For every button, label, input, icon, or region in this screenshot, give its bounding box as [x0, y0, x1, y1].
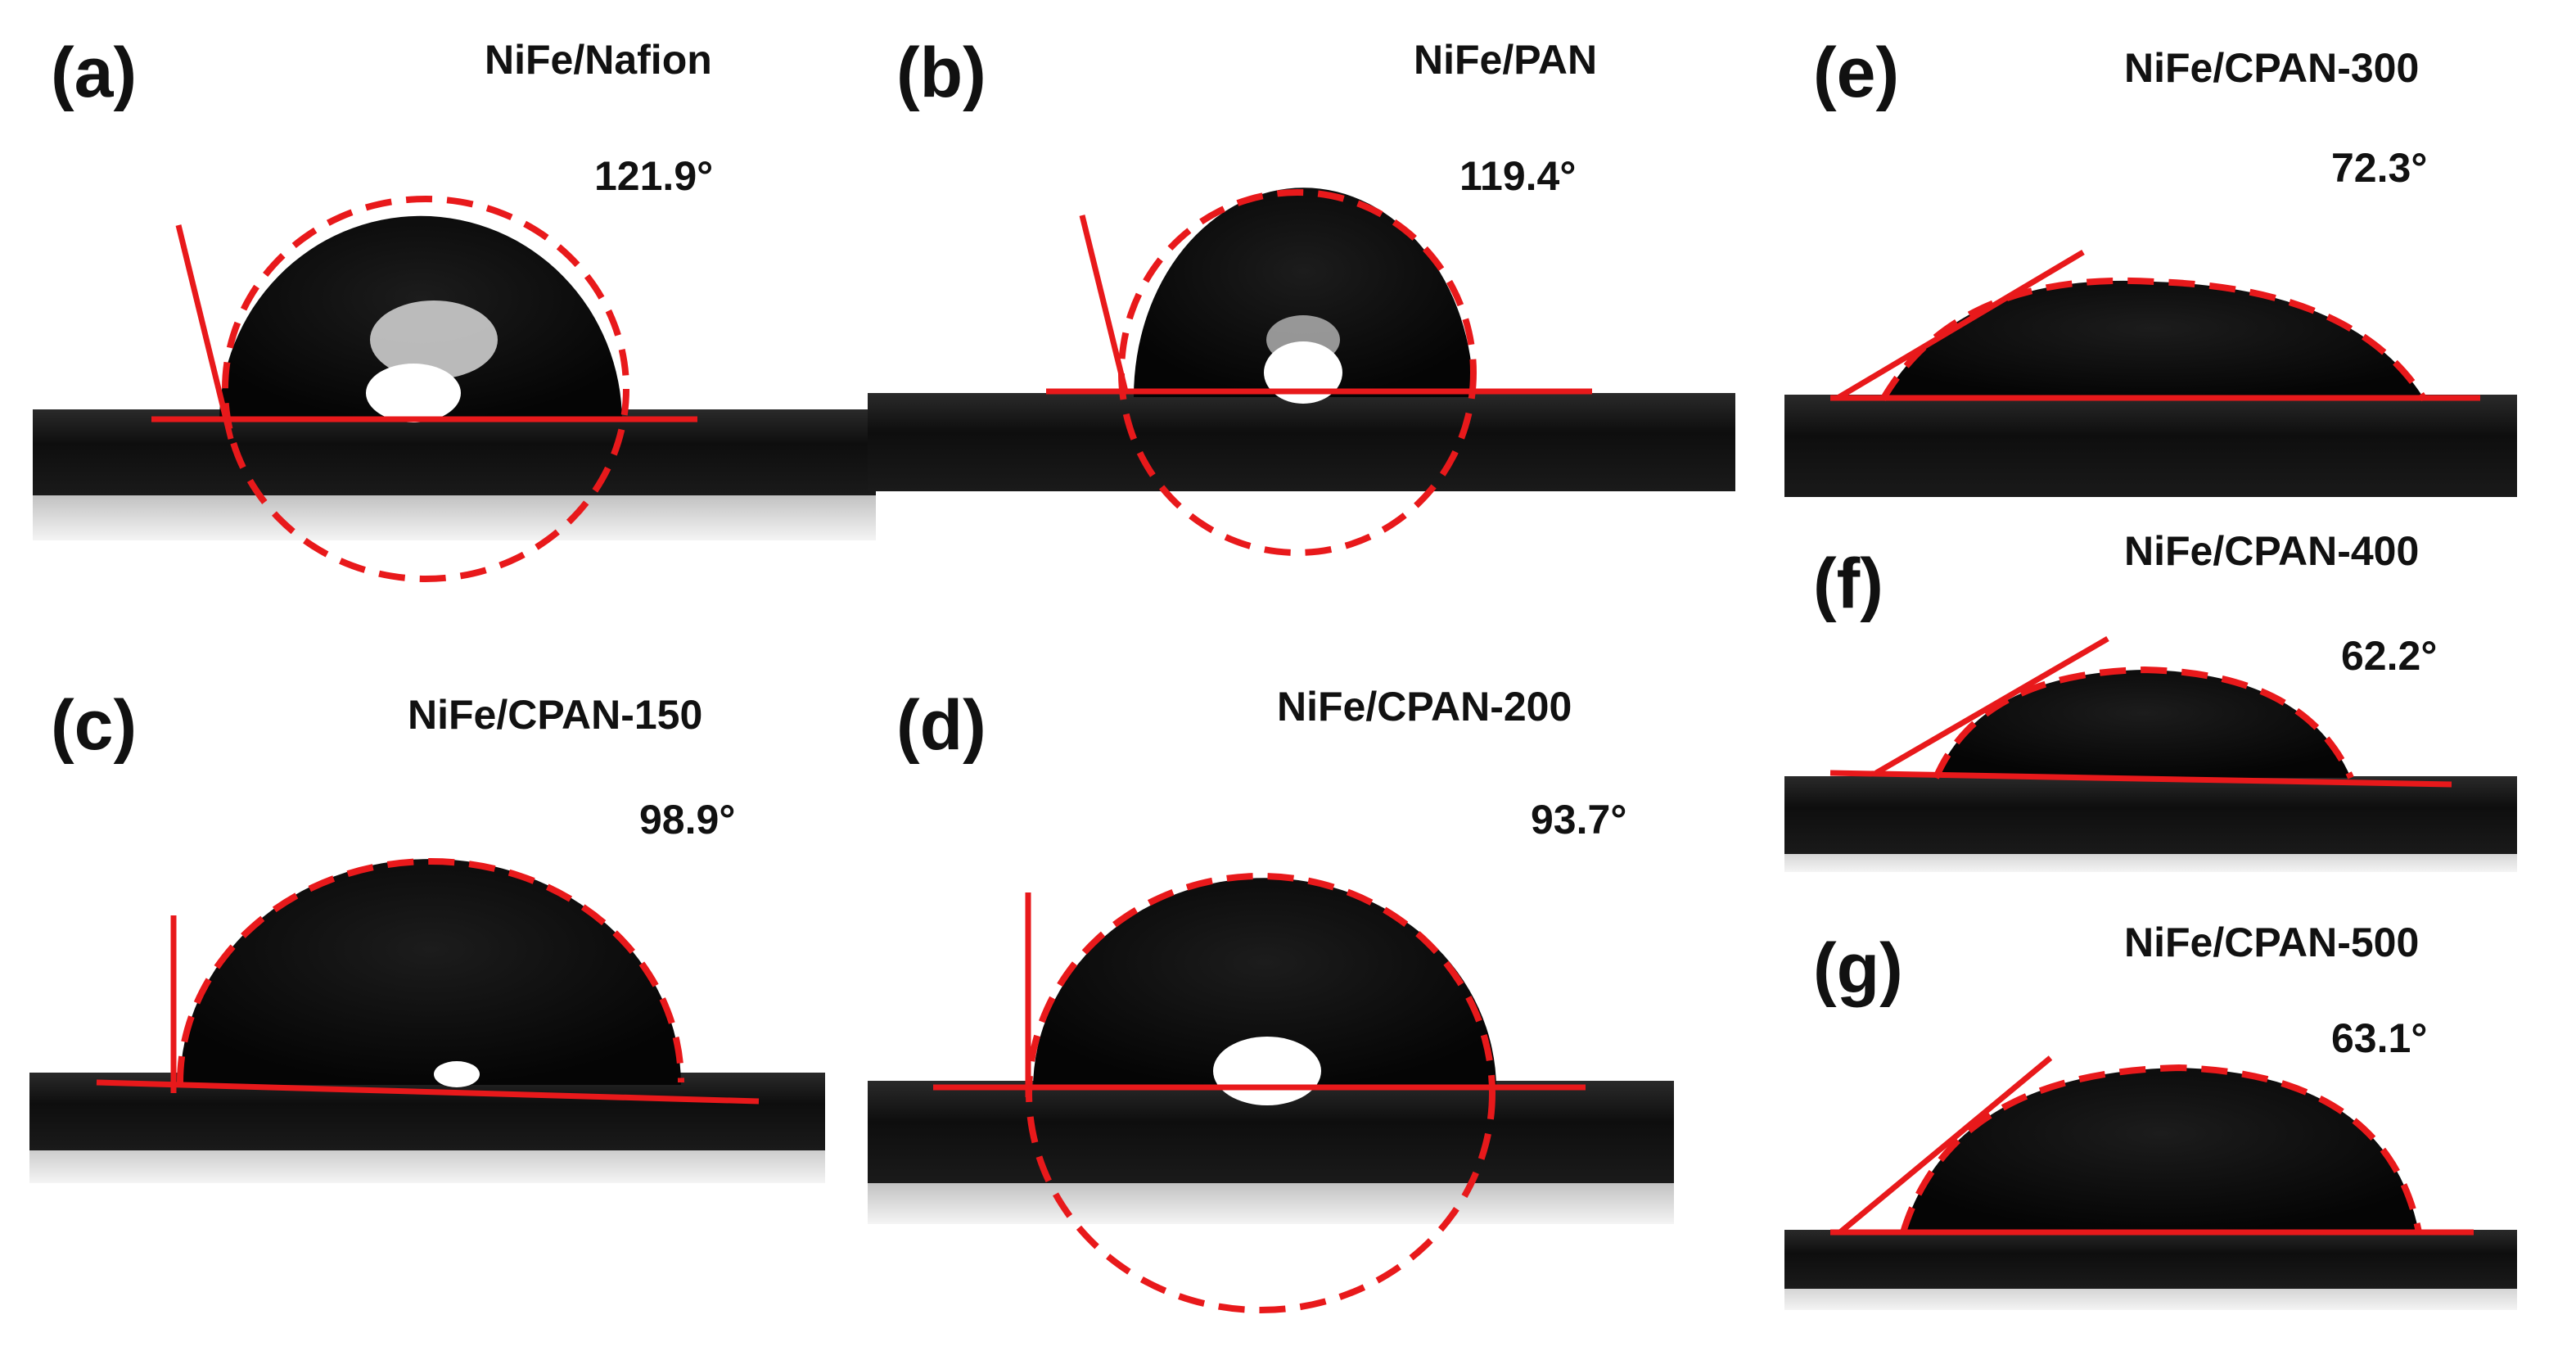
droplet-photo-b — [868, 188, 1735, 491]
fit-overlay-b — [1046, 189, 1592, 556]
fit-overlay-e — [1830, 249, 2480, 402]
contact-angle-c: 98.9° — [639, 797, 735, 843]
panel-c: (c) NiFe/CPAN-150 98.9° — [29, 686, 825, 1183]
contact-angle-a: 121.9° — [594, 153, 713, 199]
panel-f: (f) NiFe/CPAN-400 62.2° — [1784, 528, 2517, 872]
panel-label-c: (c) — [51, 686, 137, 765]
droplet-photo-c — [29, 859, 825, 1183]
sample-name-f: NiFe/CPAN-400 — [2124, 528, 2419, 574]
droplet-photo-e — [1784, 280, 2517, 497]
contact-angle-f: 62.2° — [2341, 633, 2437, 679]
droplet-photo-d — [868, 878, 1674, 1224]
droplet-photo-f — [1784, 670, 2517, 872]
panel-label-a: (a) — [51, 34, 137, 112]
fit-overlay-c — [96, 858, 760, 1105]
panel-b: (b) NiFe/PAN 119.4° — [868, 34, 1735, 556]
fit-overlay-a — [151, 196, 697, 582]
sample-name-c: NiFe/CPAN-150 — [408, 692, 702, 738]
panel-g: (g) NiFe/CPAN-500 63.1° — [1784, 919, 2517, 1310]
sample-name-e: NiFe/CPAN-300 — [2124, 45, 2419, 91]
fit-overlay-g — [1830, 1055, 2474, 1236]
droplet-photo-a — [33, 215, 876, 540]
panel-label-g: (g) — [1813, 929, 1903, 1008]
panel-label-f: (f) — [1813, 544, 1884, 623]
panel-a: (a) NiFe/Nafion 121.9° — [33, 34, 876, 582]
sample-name-a: NiFe/Nafion — [485, 37, 712, 83]
contact-angle-e: 72.3° — [2331, 145, 2427, 191]
panel-label-d: (d) — [896, 686, 986, 765]
droplet-photo-g — [1784, 1068, 2517, 1310]
contact-angle-g: 63.1° — [2331, 1015, 2427, 1061]
contact-angle-b: 119.4° — [1459, 153, 1576, 199]
panel-e: (e) NiFe/CPAN-300 72.3° — [1784, 34, 2517, 497]
fit-overlay-d — [933, 873, 1586, 1313]
panel-label-b: (b) — [896, 34, 986, 112]
fit-overlay-f — [1829, 635, 2452, 788]
contact-angle-d: 93.7° — [1531, 797, 1626, 843]
sample-name-d: NiFe/CPAN-200 — [1277, 684, 1572, 730]
panel-d: (d) NiFe/CPAN-200 93.7° — [868, 684, 1674, 1313]
panel-label-e: (e) — [1813, 34, 1899, 112]
sample-name-b: NiFe/PAN — [1414, 37, 1597, 83]
sample-name-g: NiFe/CPAN-500 — [2124, 919, 2419, 965]
